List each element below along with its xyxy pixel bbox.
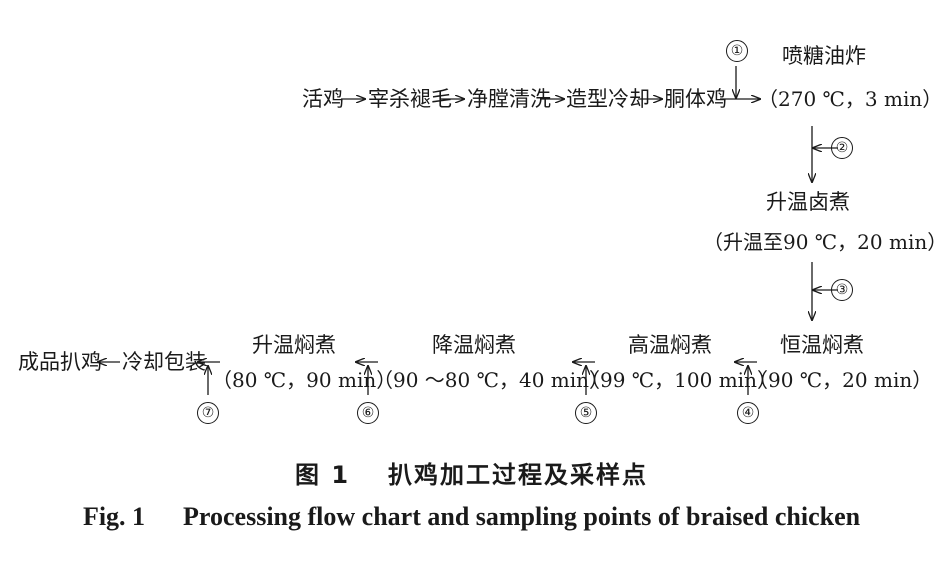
step-heat-stew: 升温卤煮 [766, 190, 850, 214]
step-high-simmer-cond: （99 ℃，100 min） [580, 368, 777, 392]
step-constant-simmer: 恒温焖煮 [780, 333, 864, 357]
sample-point-4: ④ [737, 402, 759, 424]
sample-point-5: ⑤ [575, 402, 597, 424]
figure-caption-cn: 图 1 扒鸡加工过程及采样点 [0, 455, 943, 490]
step-slaughter: 宰杀褪毛 [368, 87, 452, 111]
step-sugar-fry: 喷糖油炸 [782, 44, 866, 68]
step-shape-cool: 造型冷却 [566, 87, 650, 111]
sample-point-6: ⑥ [357, 402, 379, 424]
step-cooling-simmer-cond: （90 ～80 ℃，40 min） [373, 368, 610, 392]
step-final-product: 成品扒鸡 [18, 350, 102, 374]
step-heat-stew-cond: （升温至90 ℃，20 min） [703, 230, 943, 254]
sample-point-7: ⑦ [197, 402, 219, 424]
step-heating-simmer-cond: （80 ℃，90 min） [212, 368, 397, 392]
step-carcass: 胴体鸡 [664, 87, 727, 111]
figure-title-cn: 扒鸡加工过程及采样点 [388, 461, 649, 489]
step-eviscerate: 净膛清洗 [467, 87, 551, 111]
figure-caption-en: Fig. 1 Processing flow chart and sampling… [0, 502, 943, 532]
step-cool-pack: 冷却包装 [122, 350, 206, 374]
step-cooling-simmer: 降温焖煮 [432, 333, 516, 357]
sample-point-2: ② [831, 137, 853, 159]
step-constant-simmer-cond: （90 ℃，20 min） [748, 368, 933, 392]
sample-point-3: ③ [831, 279, 853, 301]
figure-title-en: Processing flow chart and sampling point… [183, 502, 861, 531]
step-live-chicken: 活鸡 [302, 87, 344, 111]
step-sugar-fry-cond: （270 ℃，3 min） [758, 87, 943, 111]
sample-point-1: ① [726, 40, 748, 62]
step-heating-simmer: 升温焖煮 [252, 333, 336, 357]
step-high-simmer: 高温焖煮 [628, 333, 712, 357]
figure-number-en: Fig. 1 [82, 502, 146, 531]
figure-number-cn: 图 1 [294, 461, 351, 489]
